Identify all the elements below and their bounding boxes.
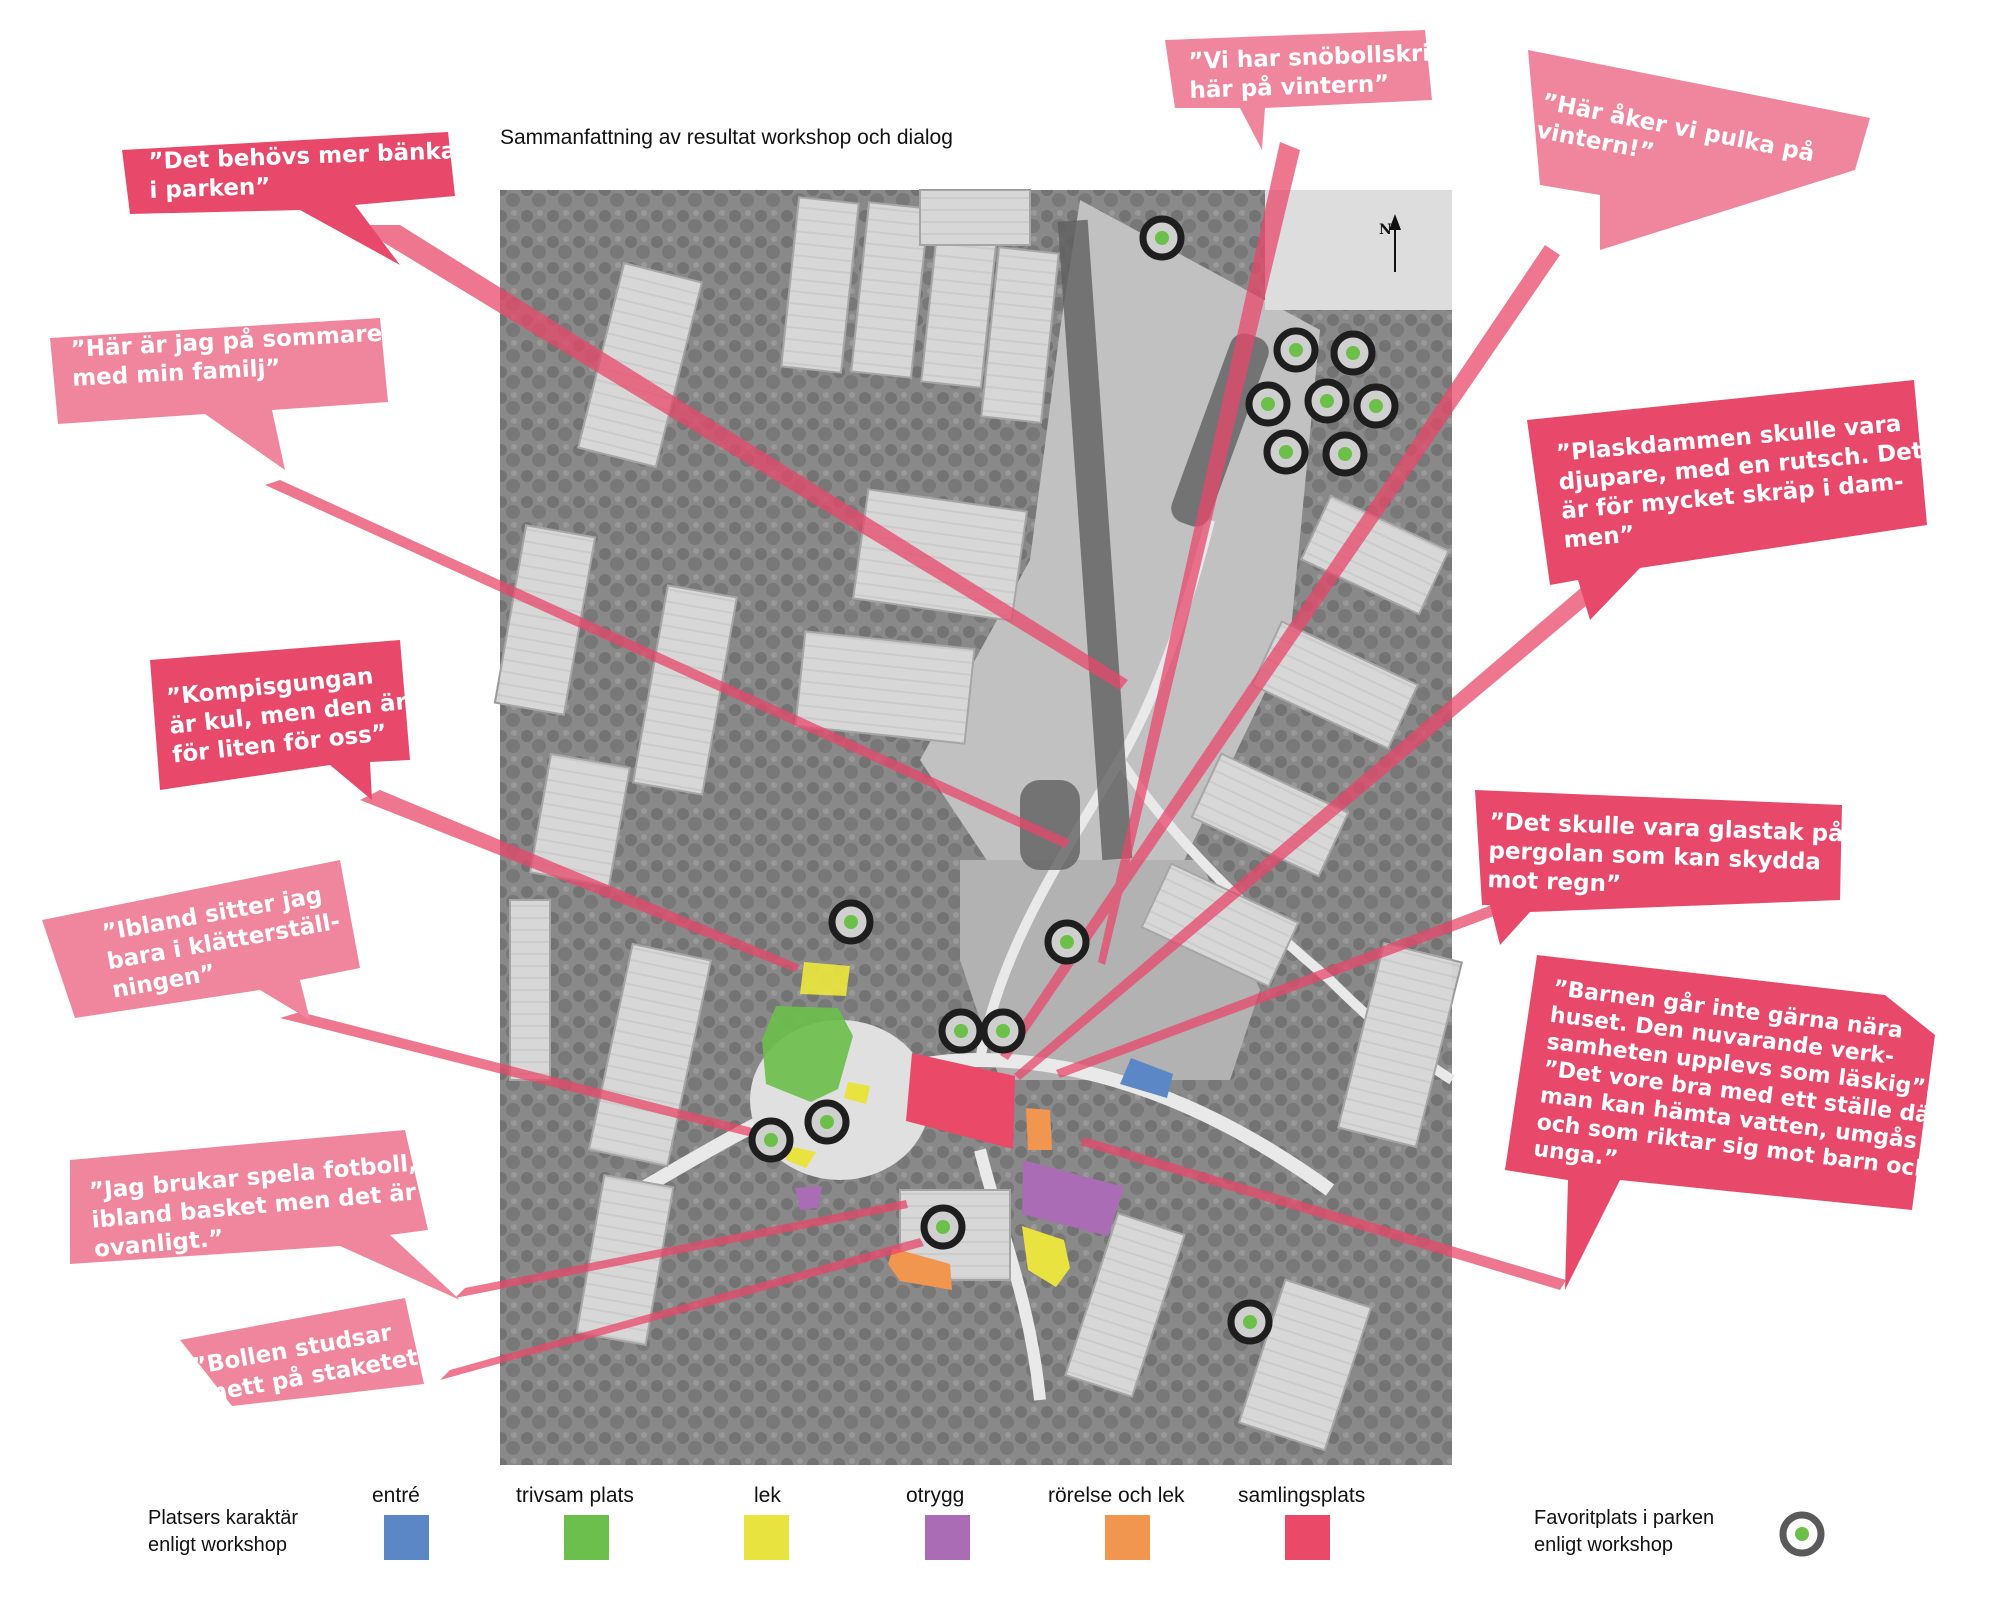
legend-label-rorelse: rörelse och lek [1048,1484,1185,1507]
legend-label-samling: samlingsplats [1238,1484,1366,1507]
zone-samling [906,1053,1015,1149]
bubble-benches [122,132,455,265]
north-label: N [1379,222,1392,238]
favorite-place-marker [1139,215,1185,261]
legend-swatch-otrygg [925,1515,970,1560]
legend-swatch-trivsam [564,1515,609,1560]
zone-trivsam [762,1006,853,1102]
zone-lek [844,1082,870,1104]
bubble-house [1505,955,1935,1290]
legend-label-otrygg: otrygg [906,1484,965,1507]
legend-label-lek: lek [754,1484,781,1507]
legend-label-entre: entré [372,1484,420,1507]
quote-bubbles [42,30,1935,1406]
zone-lek [800,962,850,996]
legend-label-trivsam: trivsam plats [516,1484,634,1507]
favorite-place-marker [920,1204,966,1250]
zone-entre [1120,1058,1173,1098]
favorite-place-marker [748,1117,794,1163]
quote-benches: ”Det behövs mer bänkar i parken” [148,137,468,204]
bubble-football [70,1130,460,1300]
favorite-place-marker [1330,330,1376,376]
bubble-ball [180,1298,424,1406]
zone-otrygg [795,1186,822,1210]
bubble-swing [150,640,410,800]
zone-lek [786,1146,816,1168]
quote-glass: ”Det skulle vara glastak på pergolan som… [1487,808,1845,898]
favorite-places [748,215,1399,1345]
bubble-snowball [1165,30,1432,150]
legend-swatch-samling [1285,1515,1330,1560]
bubble-pool [1527,380,1927,620]
legend-heading: Platsers karaktär enligt workshop [148,1507,299,1556]
zone-otrygg [1022,1160,1124,1236]
legend-favorite-icon [1779,1511,1825,1557]
favorite-place-marker [1245,381,1291,427]
legend-swatch-entre [384,1515,429,1560]
favorite-place-marker [980,1008,1026,1054]
favorite-place-marker [1227,1299,1273,1345]
favorite-place-marker [938,1008,984,1054]
favorite-place-marker [1273,327,1319,373]
page-title: Sammanfattning av resultat workshop och … [500,126,953,149]
legend-swatch-lek [744,1515,789,1560]
bubble-climbing [42,860,360,1020]
zone-rorelse [888,1248,952,1290]
quote-snowball: ”Vi har snöbollskrig här på vintern” [1188,39,1448,104]
place-character-zones [762,962,1173,1290]
favorite-place-marker [1263,429,1309,475]
bubble-sled [1528,50,1870,250]
zone-rorelse [1026,1108,1052,1150]
legend-favorite-label: Favoritplats i parken enligt workshop [1534,1507,1715,1556]
favorite-place-marker [1322,431,1368,477]
bubble-summer [50,318,388,470]
favorite-place-marker [1353,383,1399,429]
favorite-place-marker [1304,378,1350,424]
zone-lek [1022,1226,1070,1287]
favorite-place-marker [804,1099,850,1145]
bubble-glass [1475,790,1842,945]
north-arrow [1389,214,1401,272]
quote-pointers [265,142,1605,1380]
favorite-place-marker [828,899,874,945]
favorite-place-marker [1044,919,1090,965]
legend-swatch-rorelse [1105,1515,1150,1560]
